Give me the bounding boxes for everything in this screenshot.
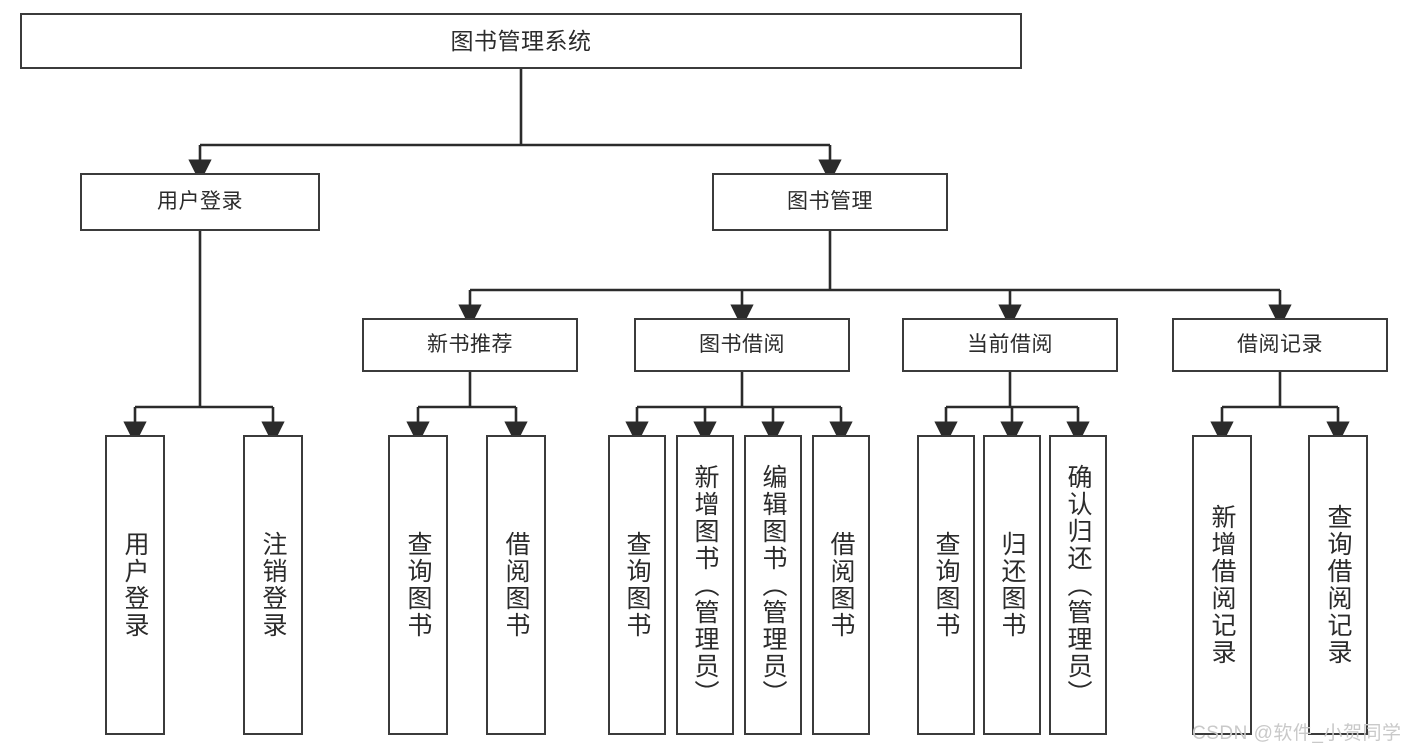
node-leaf-borrow-query-book[interactable]: 查询图书 — [608, 435, 666, 735]
node-root[interactable]: 图书管理系统 — [20, 13, 1022, 69]
node-label-leaf-borrow-add-book: 新增图书（管理员） — [691, 463, 719, 707]
node-book-borrow[interactable]: 图书借阅 — [634, 318, 850, 372]
node-label-book-borrow: 图书借阅 — [699, 332, 785, 356]
node-label-leaf-cur-return-book: 归还图书 — [998, 531, 1026, 639]
node-leaf-borrow-borrow-book[interactable]: 借阅图书 — [812, 435, 870, 735]
node-leaf-rec-borrow-book[interactable]: 借阅图书 — [486, 435, 546, 735]
node-leaf-user-login[interactable]: 用户登录 — [105, 435, 165, 735]
node-leaf-user-logout[interactable]: 注销登录 — [243, 435, 303, 735]
node-book-manage[interactable]: 图书管理 — [712, 173, 948, 231]
node-label-root: 图书管理系统 — [450, 27, 592, 54]
node-label-leaf-rec-query-book: 查询图书 — [404, 531, 432, 639]
node-leaf-cur-confirm-return[interactable]: 确认归还（管理员） — [1049, 435, 1107, 735]
node-label-leaf-rec-borrow-book: 借阅图书 — [502, 531, 530, 639]
node-label-leaf-rec-query-record: 查询借阅记录 — [1324, 504, 1352, 666]
node-leaf-cur-return-book[interactable]: 归还图书 — [983, 435, 1041, 735]
node-label-book-manage: 图书管理 — [787, 189, 873, 213]
node-borrow-record[interactable]: 借阅记录 — [1172, 318, 1388, 372]
node-label-leaf-borrow-borrow-book: 借阅图书 — [827, 531, 855, 639]
node-label-leaf-borrow-edit-book: 编辑图书（管理员） — [759, 463, 787, 707]
node-leaf-cur-query-book[interactable]: 查询图书 — [917, 435, 975, 735]
node-new-book-rec[interactable]: 新书推荐 — [362, 318, 578, 372]
node-label-leaf-cur-query-book: 查询图书 — [932, 531, 960, 639]
node-label-borrow-record: 借阅记录 — [1237, 332, 1323, 356]
csdn-watermark: CSDN @软件_小贺同学 — [1192, 723, 1402, 744]
node-leaf-rec-add-record[interactable]: 新增借阅记录 — [1192, 435, 1252, 735]
node-label-leaf-rec-add-record: 新增借阅记录 — [1208, 504, 1236, 666]
node-leaf-rec-query-book[interactable]: 查询图书 — [388, 435, 448, 735]
node-user-login[interactable]: 用户登录 — [80, 173, 320, 231]
node-label-leaf-user-login: 用户登录 — [121, 531, 149, 639]
node-leaf-rec-query-record[interactable]: 查询借阅记录 — [1308, 435, 1368, 735]
node-label-leaf-borrow-query-book: 查询图书 — [623, 531, 651, 639]
node-label-new-book-rec: 新书推荐 — [427, 332, 513, 356]
node-label-user-login: 用户登录 — [157, 189, 243, 213]
node-leaf-borrow-edit-book[interactable]: 编辑图书（管理员） — [744, 435, 802, 735]
node-label-leaf-user-logout: 注销登录 — [259, 531, 287, 639]
node-label-current-borrow: 当前借阅 — [967, 332, 1053, 356]
node-label-leaf-cur-confirm-return: 确认归还（管理员） — [1064, 463, 1092, 707]
node-current-borrow[interactable]: 当前借阅 — [902, 318, 1118, 372]
node-leaf-borrow-add-book[interactable]: 新增图书（管理员） — [676, 435, 734, 735]
